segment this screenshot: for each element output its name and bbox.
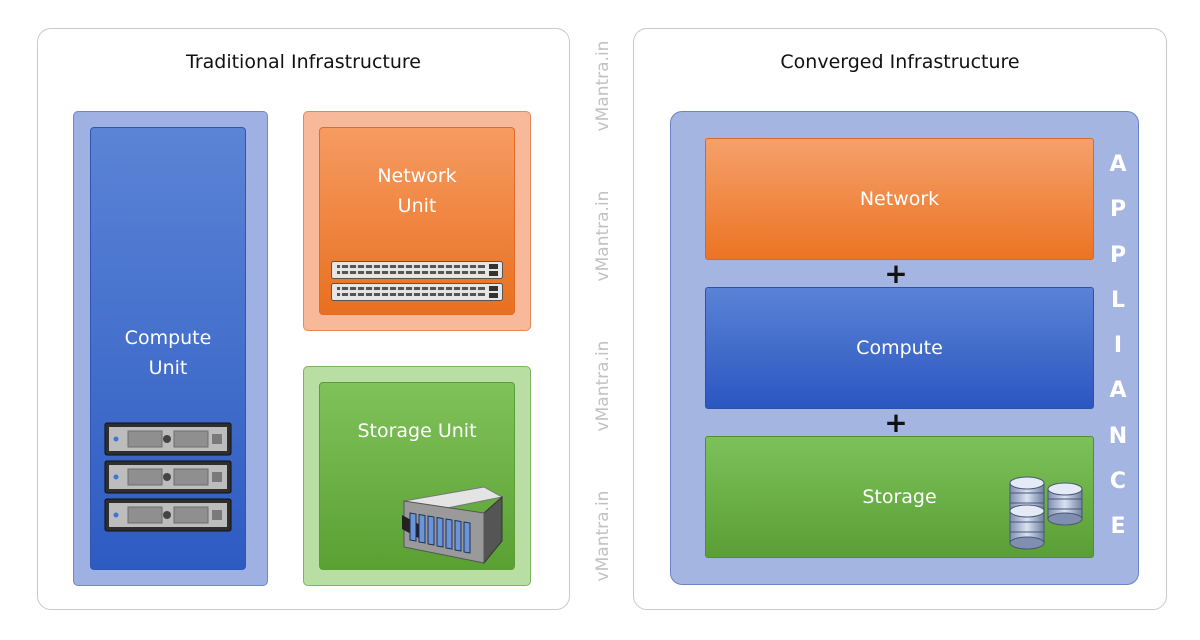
rack-servers-icon xyxy=(104,422,232,532)
appliance-letter: P xyxy=(1109,242,1127,268)
compute-unit-label: Compute Unit xyxy=(91,323,245,383)
plus-sign: + xyxy=(884,257,908,290)
converged-compute-label: Compute xyxy=(856,337,943,359)
appliance-letter: A xyxy=(1109,378,1127,404)
compute-unit-inner: Compute Unit xyxy=(90,127,246,570)
network-unit-label: Network Unit xyxy=(320,161,514,221)
storage-unit-inner: Storage Unit xyxy=(319,382,515,570)
compute-unit-block: Compute Unit xyxy=(73,111,268,586)
appliance-block: Network + Compute + Storage xyxy=(670,111,1139,585)
compute-unit-label-line2: Unit xyxy=(148,357,188,379)
converged-storage-label: Storage xyxy=(862,486,937,508)
database-cylinders-icon xyxy=(1009,476,1083,550)
appliance-letter: P xyxy=(1109,197,1127,223)
watermark-text: vMantra.in xyxy=(593,40,613,132)
appliance-letter: L xyxy=(1110,287,1126,313)
watermark-text: vMantra.in xyxy=(593,490,613,582)
storage-unit-block: Storage Unit xyxy=(303,366,531,586)
appliance-letter: E xyxy=(1110,514,1126,540)
watermark-text: vMantra.in xyxy=(593,340,613,432)
appliance-letter: C xyxy=(1109,469,1127,495)
storage-array-icon xyxy=(402,486,504,565)
traditional-infrastructure-title: Traditional Infrastructure xyxy=(186,51,421,73)
network-unit-label-line2: Unit xyxy=(397,195,437,217)
watermark-text: vMantra.in xyxy=(593,190,613,282)
converged-infrastructure-panel: Converged Infrastructure Network + Compu… xyxy=(633,28,1167,610)
appliance-letter: I xyxy=(1113,333,1123,359)
converged-infrastructure-title: Converged Infrastructure xyxy=(780,51,1020,73)
converged-network-block: Network xyxy=(705,138,1094,260)
converged-storage-block: Storage xyxy=(705,436,1094,558)
compute-unit-label-line1: Compute xyxy=(124,327,212,349)
converged-compute-block: Compute xyxy=(705,287,1094,409)
appliance-letter: N xyxy=(1108,423,1128,449)
converged-network-label: Network xyxy=(859,188,940,210)
storage-unit-label: Storage Unit xyxy=(357,420,477,442)
appliance-letter: A xyxy=(1109,152,1127,177)
network-unit-block: Network Unit xyxy=(303,111,531,331)
traditional-infrastructure-panel: Traditional Infrastructure Compute Unit xyxy=(37,28,570,610)
network-unit-label-line1: Network xyxy=(377,165,457,187)
network-unit-inner: Network Unit xyxy=(319,127,515,315)
plus-sign: + xyxy=(884,406,908,439)
network-switch-icon xyxy=(331,261,503,301)
